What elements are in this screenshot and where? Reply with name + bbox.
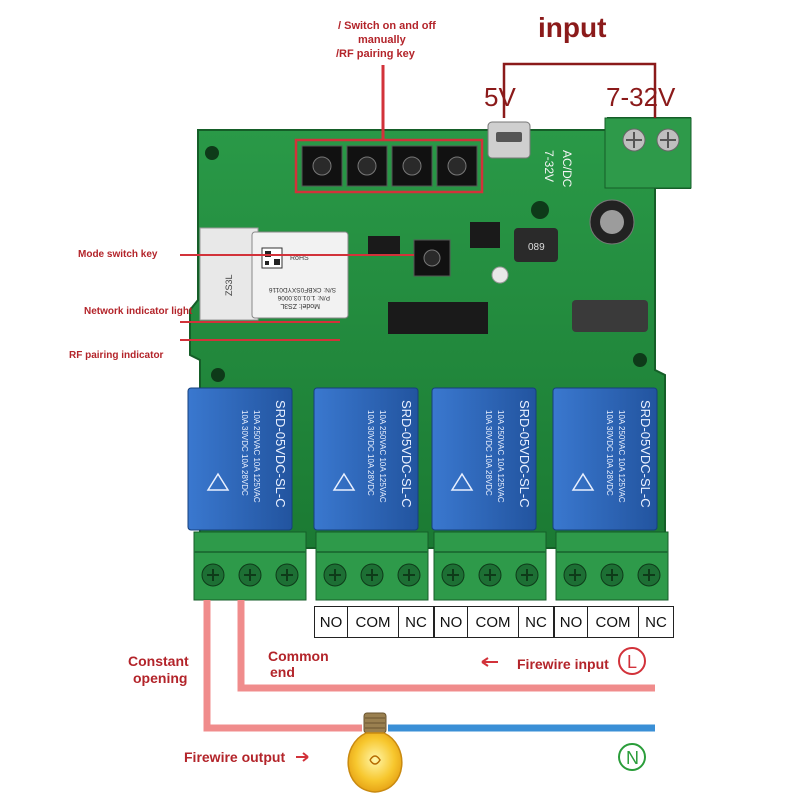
common-end-label-1: Common — [268, 648, 329, 664]
terminal-label-box: NO COM NC — [434, 606, 554, 638]
rf-pairing-key-highlight — [294, 138, 484, 194]
terminal-com-label: COM — [468, 607, 519, 637]
common-end-label-2: end — [270, 664, 295, 680]
arrow-right-icon — [296, 752, 309, 762]
silk-voltage-text: 7-32V — [542, 150, 556, 182]
relay-rating-text: 10A 30VDC 10A 28VDC — [366, 410, 375, 496]
terminal-nc-label: NC — [405, 613, 427, 631]
switch-label-line2: manually — [358, 34, 406, 46]
power-terminal — [604, 117, 692, 189]
constant-opening-label-2: opening — [133, 670, 188, 686]
module-sn-text: S/N: CKBF0SXYD0116 — [269, 286, 336, 293]
relay-rating-text: 10A 250VAC 10A 125VAC — [252, 410, 261, 503]
relay-terminal-block — [433, 531, 547, 601]
relay-rating-text: 10A 250VAC 10A 125VAC — [378, 410, 387, 503]
terminal-label-box: NO COM NC — [314, 606, 434, 638]
relay-rating-text: 10A 30VDC 10A 28VDC — [240, 410, 249, 496]
annotation-lines — [180, 62, 657, 341]
warning-triangle-icon — [206, 472, 230, 491]
mounting-hole — [633, 353, 647, 367]
driver-ic — [388, 302, 488, 334]
neutral-n-symbol: N — [626, 748, 639, 768]
input-5v-label: 5V — [484, 82, 516, 112]
constant-opening-label-1: Constant — [128, 653, 189, 669]
relay-terminal-block — [193, 531, 307, 601]
arrow-left-icon — [481, 657, 498, 667]
relay-model-text: SRD-05VDC-SL-C — [517, 400, 532, 508]
mounting-hole — [531, 201, 549, 219]
mode-switch-label: Mode switch key — [78, 249, 158, 260]
module-model-text: Model: ZS3L — [280, 302, 320, 309]
relay-rating-text: 10A 250VAC 10A 125VAC — [496, 410, 505, 503]
module-pn-text: P/N: 1.01.03.0006 — [277, 294, 330, 301]
input-7-32v-label: 7-32V — [606, 82, 676, 112]
wifi-module: RoHS Model: ZS3L P/N: 1.01.03.0006 S/N: … — [199, 227, 349, 321]
terminal-label-box: NO COM NC — [554, 606, 674, 638]
rf-indicator-label: RF pairing indicator — [69, 350, 164, 361]
switch-label-line1: / Switch on and off — [338, 20, 436, 32]
led — [491, 266, 509, 284]
network-indicator-label: Network indicator light — [84, 306, 193, 317]
terminal-no-label: NO — [435, 607, 468, 637]
terminal-nc-label: NC — [645, 613, 667, 631]
module-rohs-text: RoHS — [290, 255, 309, 262]
terminal-com-label: COM — [588, 607, 639, 637]
relay-model-text: SRD-05VDC-SL-C — [399, 400, 414, 508]
terminal-com-label: COM — [348, 607, 399, 637]
wires — [203, 600, 655, 732]
live-l-symbol: L — [627, 652, 637, 672]
manual-buttons — [301, 145, 478, 187]
relay-terminal-block — [555, 531, 669, 601]
firewire-output-label: Firewire output — [184, 749, 286, 765]
chip-label-text: 089 — [528, 242, 545, 253]
terminal-no-label: NO — [315, 607, 348, 637]
relay-model-text: SRD-05VDC-SL-C — [273, 400, 288, 508]
regulator-chip — [470, 222, 500, 248]
relay-rating-text: 10A 30VDC 10A 28VDC — [484, 410, 493, 496]
warning-triangle-icon — [450, 472, 474, 491]
relay-rating-text: 10A 250VAC 10A 125VAC — [617, 410, 626, 503]
relay-rating-text: 10A 30VDC 10A 28VDC — [605, 410, 614, 496]
warning-triangle-icon — [332, 472, 356, 491]
relay-model-text: SRD-05VDC-SL-C — [638, 400, 653, 508]
mounting-hole — [205, 146, 219, 160]
neutral-n-icon — [618, 743, 646, 771]
mounting-hole — [211, 368, 225, 382]
transistor — [368, 236, 400, 256]
rf-module — [572, 300, 648, 332]
light-bulb-icon — [347, 712, 403, 793]
input-label: input — [538, 12, 607, 43]
rf-pairing-key-label: /RF pairing key — [336, 48, 415, 60]
inductor — [514, 228, 558, 262]
terminal-no-label: NO — [555, 607, 588, 637]
terminal-blocks — [193, 531, 669, 601]
terminal-nc-label: NC — [525, 613, 547, 631]
module-side-text: ZS3L — [224, 274, 234, 296]
silk-acdc-text: AC/DC — [560, 150, 574, 188]
firewire-input-label: Firewire input — [517, 656, 609, 672]
live-l-icon — [618, 647, 646, 675]
relay-terminal-block — [315, 531, 429, 601]
warning-triangle-icon — [571, 472, 595, 491]
